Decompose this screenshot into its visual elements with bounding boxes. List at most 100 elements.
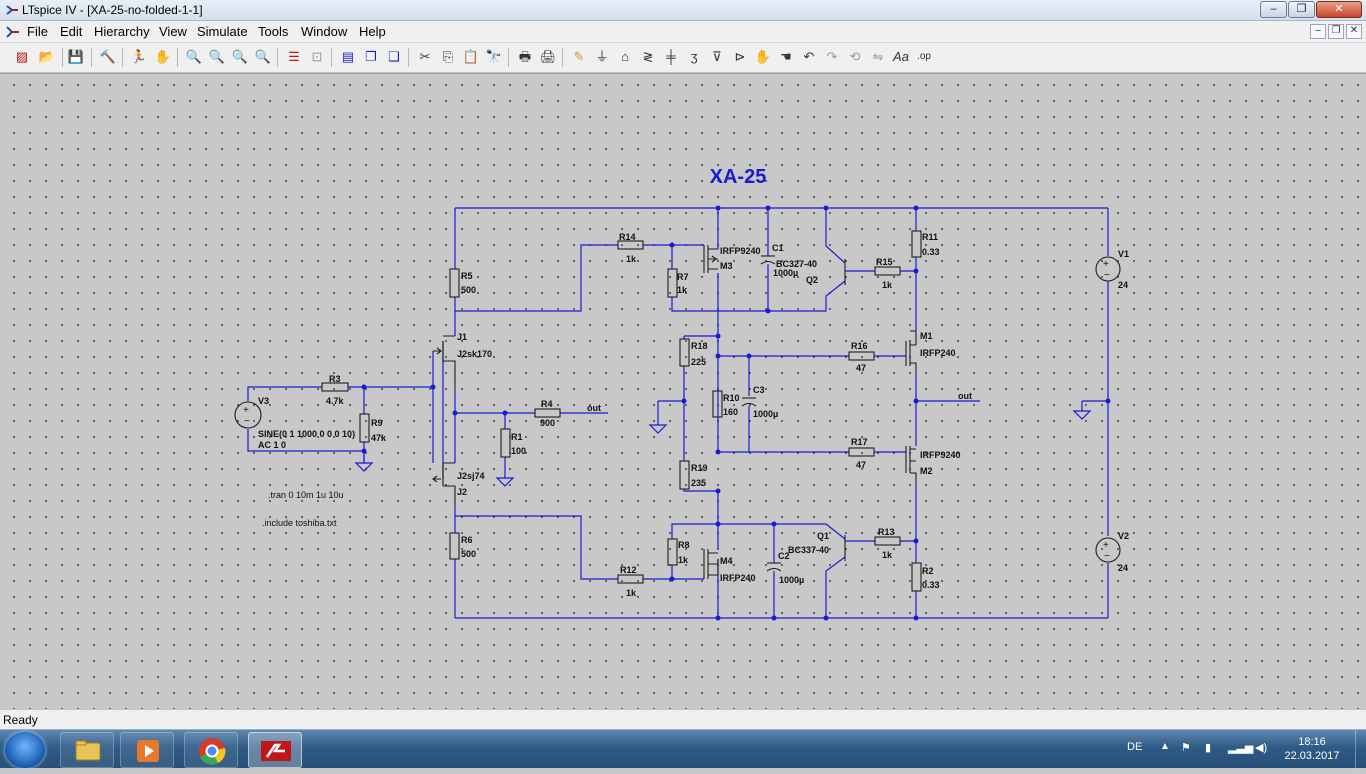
resistor-icon[interactable]: ≷ [642,49,654,64]
autoscale-icon[interactable]: ☰ [288,49,300,64]
menu-file[interactable]: File [27,24,48,39]
copy-icon[interactable]: ⎘ [442,49,454,64]
capacitor-icon[interactable]: ╪ [666,49,676,64]
resistor-R6[interactable] [449,532,460,560]
schematic-canvas[interactable]: XA-25 [0,73,1366,709]
ground-icon[interactable]: ⏚ [595,49,609,64]
child-restore-button[interactable]: ❐ [1328,24,1344,39]
move-icon[interactable]: ✋ [754,49,772,64]
show-desktop-button[interactable] [1355,730,1366,769]
close-button[interactable]: ✕ [1316,1,1362,18]
split-icon[interactable]: ⊡ [311,49,323,64]
capacitor-C2[interactable] [766,562,782,572]
ltspice-icon[interactable] [248,732,302,768]
child-close-button[interactable]: ✕ [1346,24,1362,39]
diode-icon[interactable]: ⊽ [712,49,722,64]
control-panel-icon[interactable]: 🔨 [99,49,117,64]
resistor-R14[interactable] [617,240,644,250]
spice-directive-icon[interactable]: .op [917,51,931,62]
menu-help[interactable]: Help [359,24,386,39]
resistor-R19[interactable] [679,460,690,490]
resistor-R1[interactable] [500,428,511,458]
rotate-icon[interactable]: ⟲ [849,49,861,64]
resistor-R5[interactable] [449,268,460,298]
mosfet-M2[interactable] [905,446,917,483]
network-icon[interactable]: ▂▃▅ [1228,742,1254,754]
resistor-R18[interactable] [679,338,690,367]
capacitor-C1[interactable] [760,255,776,265]
maximize-button[interactable]: ❐ [1288,1,1315,18]
save-icon[interactable]: 💾 [67,49,85,64]
zoom-in-icon[interactable]: 🔍 [185,49,203,64]
media-player-icon[interactable] [120,732,174,768]
voltage-source-V1[interactable]: +− [1095,256,1121,282]
zoom-pan-icon[interactable]: 🔍 [208,49,226,64]
label-R2: R2 [922,566,934,576]
label-net-icon[interactable]: ⌂ [621,49,629,64]
print-icon[interactable]: 🖨 [539,49,557,64]
jfet-J1[interactable] [433,335,456,391]
explorer-icon[interactable] [60,732,114,768]
component-icon[interactable]: ⊳ [734,49,746,64]
open-icon[interactable]: 📂 [38,49,56,64]
draw-wire-icon[interactable]: ✎ [573,49,585,64]
child-minimize-button[interactable]: – [1310,24,1326,39]
zoom-out-icon[interactable]: 🔍 [231,49,249,64]
cut-icon[interactable]: ✂ [419,49,431,64]
resistor-R17[interactable] [848,447,875,457]
resistor-R10[interactable] [712,390,723,418]
resistor-R15[interactable] [874,266,901,276]
resistor-R9[interactable] [359,413,370,443]
resistor-R16[interactable] [848,351,875,361]
show-hidden-icons-icon[interactable]: ▲ [1160,741,1170,752]
capacitor-C3[interactable] [741,397,757,407]
halt-icon[interactable]: ✋ [154,49,172,64]
tile-icon[interactable]: ▤ [341,49,355,64]
resistor-R4[interactable] [534,408,561,418]
start-button[interactable] [5,732,45,768]
print-setup-icon[interactable]: 🖶 [518,49,532,64]
mosfet-M3[interactable] [703,245,718,273]
system-clock[interactable]: 18:16 22.03.2017 [1277,735,1347,763]
action-center-icon[interactable]: ⚑ [1181,742,1191,754]
text-icon[interactable]: Aa [893,49,909,64]
close-all-icon[interactable]: ❏ [388,49,400,64]
menu-tools[interactable]: Tools [258,24,289,39]
undo-icon[interactable]: ↶ [803,49,815,64]
resistor-R7[interactable] [667,268,678,298]
menu-hierarchy[interactable]: Hierarchy [94,24,150,39]
battery-icon[interactable]: ▮ [1205,742,1212,754]
chrome-icon[interactable] [184,732,238,768]
inductor-icon[interactable]: ʒ [690,49,698,64]
mirror-icon[interactable]: ⇋ [872,49,884,64]
voltage-source-V3[interactable]: +− [234,401,262,429]
resistor-R13[interactable] [874,536,901,546]
mosfet-M4[interactable] [703,549,719,579]
menu-window[interactable]: Window [301,24,348,39]
cascade-icon[interactable]: ❐ [365,49,377,64]
resistor-R11[interactable] [911,230,922,258]
resistor-R2[interactable] [911,562,922,592]
language-indicator[interactable]: DE [1127,741,1143,753]
label-M4-model: IRFP240 [720,573,756,583]
jfet-J2[interactable] [432,462,456,506]
run-icon[interactable]: 🏃 [130,49,148,64]
mosfet-M1[interactable] [905,330,917,371]
minimize-button[interactable]: – [1260,1,1287,18]
label-M3-model: IRFP9240 [720,246,761,256]
paste-icon[interactable]: 📋 [462,49,480,64]
menu-view[interactable]: View [159,24,187,39]
menu-simulate[interactable]: Simulate [197,24,248,39]
drag-icon[interactable]: ☚ [780,49,792,64]
resistor-R12[interactable] [617,574,644,584]
new-schematic-icon[interactable]: ▨ [15,49,29,64]
find-icon[interactable]: 🔭 [485,49,503,64]
volume-icon[interactable]: ◀) [1255,742,1268,754]
zoom-fit-icon[interactable]: 🔍 [254,49,272,64]
resistor-R3[interactable] [321,382,349,392]
menu-edit[interactable]: Edit [60,24,83,39]
redo-icon[interactable]: ↷ [826,49,838,64]
voltage-source-V2[interactable]: +− [1095,537,1121,563]
schematic-doc-icon[interactable] [4,24,20,40]
resistor-R8[interactable] [667,538,678,566]
